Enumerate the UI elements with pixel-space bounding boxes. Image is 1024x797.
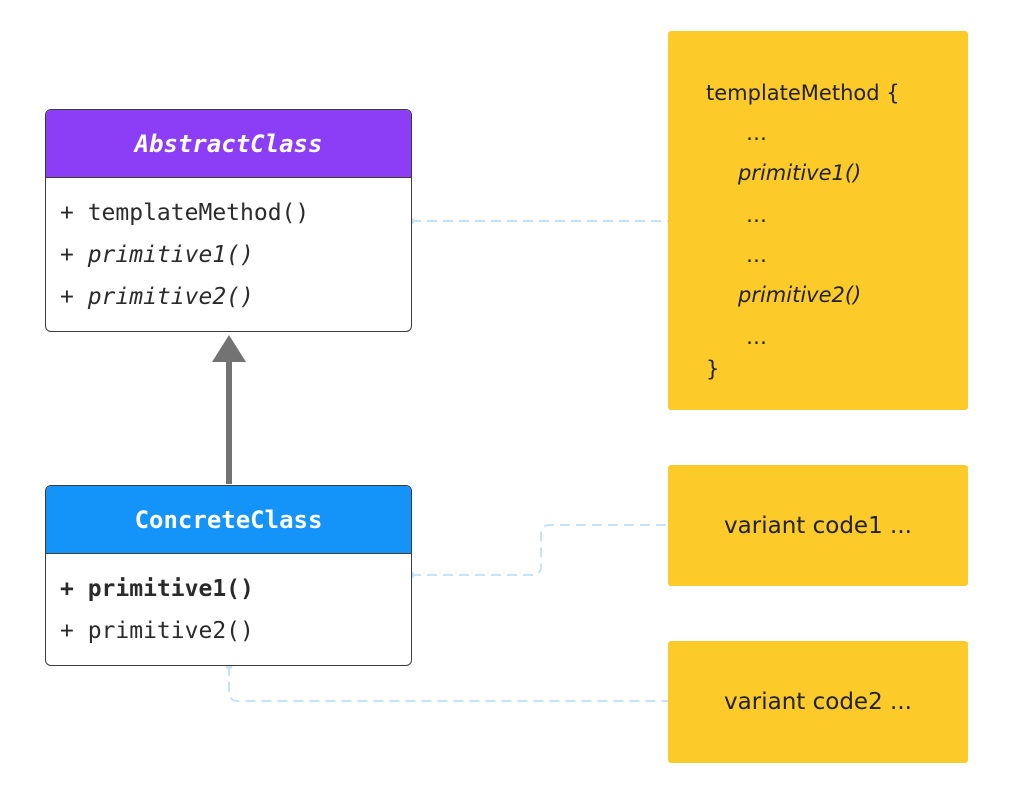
- member-primitive1: + primitive1(): [60, 576, 254, 602]
- abstract-class-members: + templateMethod() + primitive1() + prim…: [46, 178, 411, 318]
- code-line-primitive2: primitive2(): [738, 283, 862, 307]
- variant-code2-note[interactable]: variant code2 ...: [668, 641, 968, 763]
- code-line-ellipsis: …: [746, 325, 767, 349]
- variant-code2-link: [228, 666, 668, 702]
- member-primitive2: + primitive2(): [60, 284, 254, 310]
- concrete-class-members: + primitive1() + primitive2(): [46, 554, 411, 652]
- code-line-ellipsis: …: [746, 121, 767, 145]
- abstract-class-header: AbstractClass: [46, 110, 411, 178]
- variant-code1-note[interactable]: variant code1 ...: [668, 465, 968, 586]
- concrete-class-name: ConcreteClass: [134, 505, 323, 534]
- variant-code1-text: variant code1 ...: [724, 512, 912, 539]
- template-method-note[interactable]: templateMethod { … primitive1() … … prim…: [668, 31, 968, 410]
- code-line-close: }: [706, 357, 720, 381]
- variant-code1-link: [411, 524, 668, 576]
- concrete-class-header: ConcreteClass: [46, 486, 411, 554]
- abstract-class-box[interactable]: AbstractClass + templateMethod() + primi…: [45, 109, 412, 332]
- member-template-method: + templateMethod(): [60, 200, 310, 226]
- code-line-primitive1: primitive1(): [738, 161, 862, 185]
- member-primitive2: + primitive2(): [60, 618, 254, 644]
- variant-code2-text: variant code2 ...: [724, 689, 912, 715]
- code-line-ellipsis: …: [746, 243, 767, 267]
- code-line-open: templateMethod {: [706, 81, 900, 105]
- member-primitive1: + primitive1(): [60, 242, 254, 268]
- inheritance-arrow-head: [212, 335, 246, 362]
- concrete-class-box[interactable]: ConcreteClass + primitive1() + primitive…: [45, 485, 412, 666]
- abstract-class-name: AbstractClass: [134, 129, 323, 158]
- code-line-ellipsis: …: [746, 203, 767, 227]
